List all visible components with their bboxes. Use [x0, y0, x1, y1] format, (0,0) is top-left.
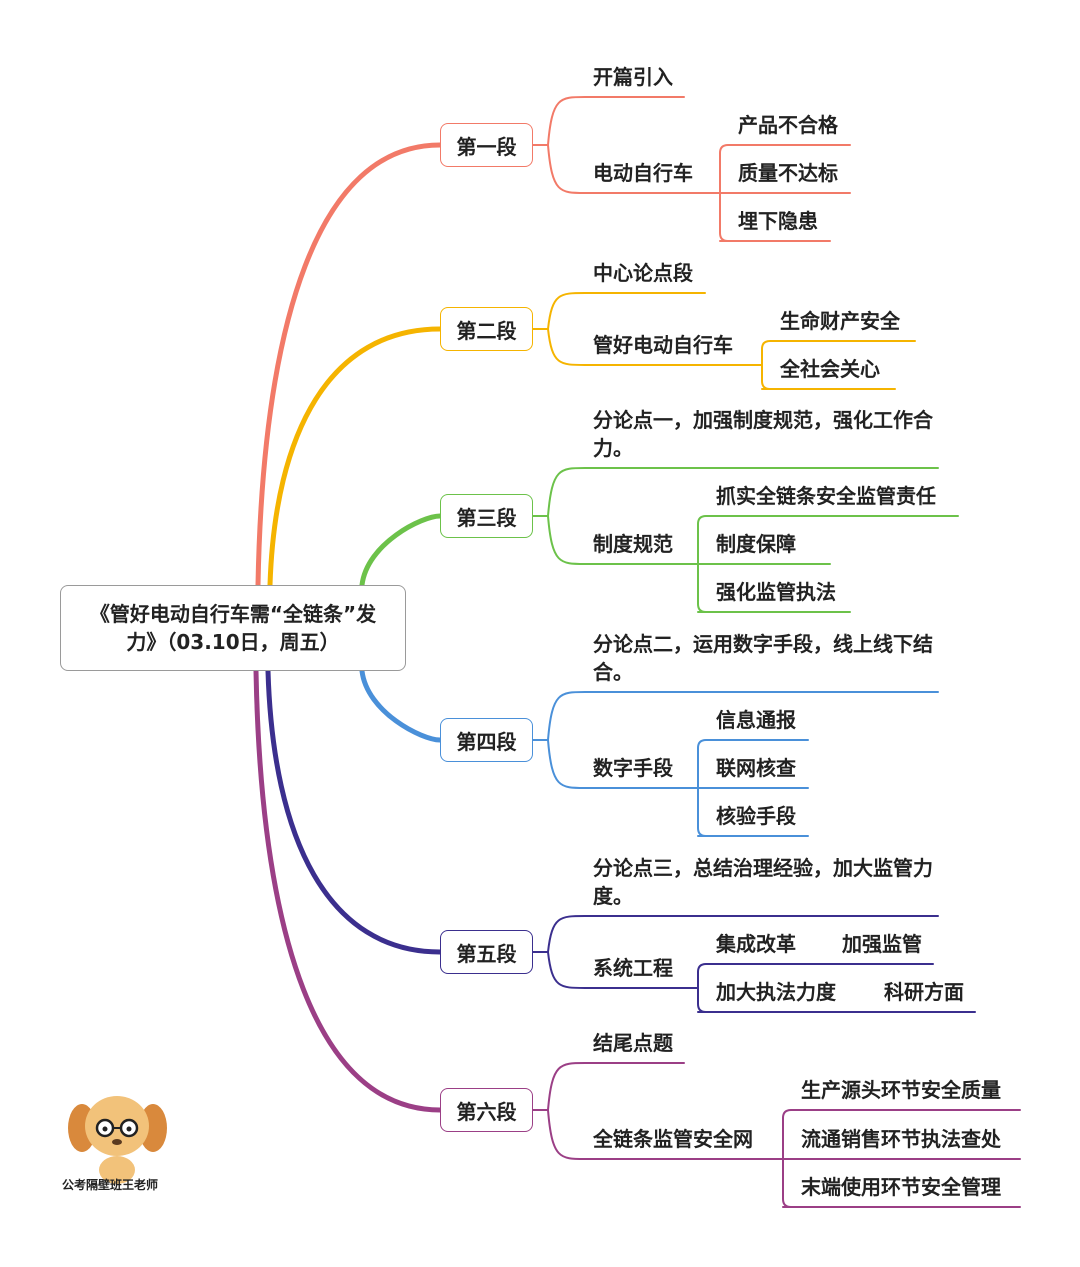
child-connector — [547, 691, 939, 741]
child-connector — [547, 915, 939, 953]
section-node-1[interactable]: 第一段 — [440, 123, 533, 167]
child-topic[interactable]: 开篇引入 — [593, 65, 673, 89]
child-topic[interactable]: 数字手段 — [593, 756, 673, 780]
grand-connector — [697, 963, 934, 973]
child-connector — [547, 467, 939, 517]
main-branch — [253, 668, 443, 1113]
section-label: 第二段 — [456, 318, 517, 343]
grand-topic[interactable]: 科研方面 — [884, 980, 964, 1004]
section-label: 第五段 — [456, 941, 517, 966]
grand-topic[interactable]: 联网核查 — [716, 756, 796, 780]
grand-topic[interactable]: 生产源头环节安全质量 — [801, 1078, 1001, 1102]
grand-topic[interactable]: 生命财产安全 — [780, 309, 900, 333]
root-title: 《管好电动自行车需“全链条”发力》（03.10日，周五） — [89, 602, 377, 654]
grand-topic[interactable]: 制度保障 — [716, 532, 796, 556]
grand-connector — [697, 739, 809, 749]
child-topic[interactable]: 中心论点段 — [593, 261, 693, 285]
child-topic[interactable]: 电动自行车 — [593, 161, 693, 185]
main-branch — [359, 668, 443, 743]
grand-topic[interactable]: 集成改革 — [716, 932, 796, 956]
main-branch — [359, 513, 443, 588]
grand-bracket — [697, 787, 707, 837]
grand-connector — [761, 340, 916, 350]
child-connector — [547, 144, 721, 194]
main-branch — [255, 142, 443, 588]
child-connector — [547, 1109, 784, 1160]
logo-caption: 公考隔壁班王老师 — [62, 1178, 159, 1192]
child-connector — [547, 1062, 685, 1111]
child-topic[interactable]: 管好电动自行车 — [593, 333, 733, 357]
grand-bracket — [697, 987, 707, 1013]
child-connector — [547, 328, 763, 366]
section-node-4[interactable]: 第四段 — [440, 718, 533, 762]
child-topic[interactable]: 系统工程 — [593, 956, 673, 980]
child-topic[interactable]: 结尾点题 — [593, 1031, 673, 1055]
main-branch — [265, 668, 443, 955]
grand-bracket — [719, 192, 729, 242]
grand-topic[interactable]: 核验手段 — [716, 804, 796, 828]
section-node-5[interactable]: 第五段 — [440, 930, 533, 974]
section-label: 第四段 — [456, 729, 517, 754]
grand-topic[interactable]: 质量不达标 — [738, 161, 838, 185]
section-label: 第六段 — [456, 1099, 517, 1124]
grand-bracket — [782, 1158, 792, 1208]
grand-topic[interactable]: 抓实全链条安全监管责任 — [716, 484, 936, 508]
section-node-2[interactable]: 第二段 — [440, 307, 533, 351]
section-node-6[interactable]: 第六段 — [440, 1088, 533, 1132]
section-node-3[interactable]: 第三段 — [440, 494, 533, 538]
root-node[interactable]: 《管好电动自行车需“全链条”发力》（03.10日，周五） — [60, 585, 406, 671]
grand-topic[interactable]: 末端使用环节安全管理 — [801, 1175, 1001, 1199]
grand-topic[interactable]: 流通销售环节执法查处 — [801, 1127, 1001, 1151]
grand-connector — [782, 1109, 1021, 1119]
child-connector — [547, 292, 706, 330]
grand-topic[interactable]: 全社会关心 — [780, 357, 880, 381]
section-label: 第一段 — [456, 134, 517, 159]
grand-bracket — [697, 563, 707, 613]
grand-topic[interactable]: 加大执法力度 — [716, 980, 836, 1004]
child-topic[interactable]: 分论点一，加强制度规范，强化工作合力。 — [593, 408, 933, 460]
grand-topic[interactable]: 产品不合格 — [738, 113, 838, 137]
grand-bracket — [761, 364, 771, 390]
grand-topic[interactable]: 强化监管执法 — [716, 580, 836, 604]
child-topic[interactable]: 制度规范 — [593, 532, 673, 556]
child-topic[interactable]: 全链条监管安全网 — [593, 1127, 753, 1151]
child-topic[interactable]: 分论点三，总结治理经验，加大监管力度。 — [593, 856, 933, 908]
grand-topic[interactable]: 加强监管 — [842, 932, 922, 956]
child-connector — [547, 739, 699, 789]
child-topic[interactable]: 分论点二，运用数字手段，线上线下结合。 — [593, 632, 933, 684]
grand-connector — [719, 144, 851, 154]
child-connector — [547, 951, 699, 989]
child-connector — [547, 96, 685, 146]
grand-topic[interactable]: 埋下隐患 — [738, 209, 818, 233]
grand-topic[interactable]: 信息通报 — [716, 708, 796, 732]
section-label: 第三段 — [456, 505, 517, 530]
mascot-logo — [60, 1088, 175, 1193]
child-connector — [547, 515, 699, 565]
grand-connector — [697, 515, 959, 525]
main-branch — [267, 326, 443, 588]
